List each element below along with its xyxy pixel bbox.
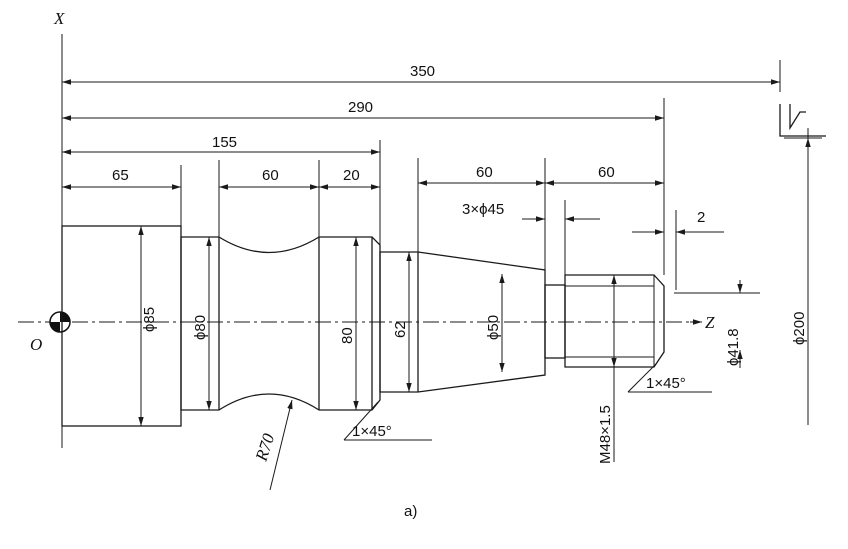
thread-callout: M48×1.5 xyxy=(597,405,614,464)
dim-chamfer-2: 2 xyxy=(697,209,705,226)
radius-callout: R70 xyxy=(251,431,278,464)
extension-lines xyxy=(180,60,781,290)
diameter-dimensions: ϕ85 ϕ80 80 62 ϕ50 M48×1.5 ϕ41.8 ϕ200 xyxy=(138,128,811,464)
dim-350: 350 xyxy=(410,63,435,80)
dia-80: ϕ80 xyxy=(192,315,209,340)
chuck-jaw-symbol xyxy=(779,104,826,139)
dim-groove: 3×ϕ45 xyxy=(462,201,504,218)
dim-60-b: 60 xyxy=(476,164,493,181)
callouts: R70 1×45° 1×45° xyxy=(251,363,712,491)
dia-50: ϕ50 xyxy=(485,315,502,340)
x-axis-label: X xyxy=(53,9,65,28)
chamfer-end-callout: 1×45° xyxy=(646,375,686,392)
chuck-jaw-outline xyxy=(779,104,826,137)
dim-155: 155 xyxy=(212,134,237,151)
origin-label: O xyxy=(30,335,42,354)
dim-60-c: 60 xyxy=(598,164,615,181)
chamfer-mid-callout: 1×45° xyxy=(352,423,392,440)
dia-80b: 80 xyxy=(339,327,356,344)
dim-20: 20 xyxy=(343,167,360,184)
dia-200: ϕ200 xyxy=(791,312,808,345)
dim-60-a: 60 xyxy=(262,167,279,184)
figure-caption: a) xyxy=(404,503,417,520)
chuck-jaw-detail xyxy=(789,104,806,131)
dim-65: 65 xyxy=(112,167,129,184)
section-d85 xyxy=(61,225,182,427)
chamfer-end-leader xyxy=(627,363,657,393)
origin-symbol xyxy=(49,311,71,333)
dia-41-8: ϕ41.8 xyxy=(725,328,742,366)
radius-leader xyxy=(269,399,293,491)
coordinate-axes: X Z O xyxy=(18,9,715,448)
dia-85: ϕ85 xyxy=(141,307,158,332)
dimension-lines: 350 290 155 65 60 20 60 60 3×ϕ45 2 xyxy=(62,63,780,235)
dia-62: 62 xyxy=(392,321,409,338)
chamfer-mid-leader xyxy=(343,401,379,441)
dim-290: 290 xyxy=(348,99,373,116)
section-d80-groove xyxy=(180,236,381,411)
z-axis-label: Z xyxy=(705,313,715,332)
